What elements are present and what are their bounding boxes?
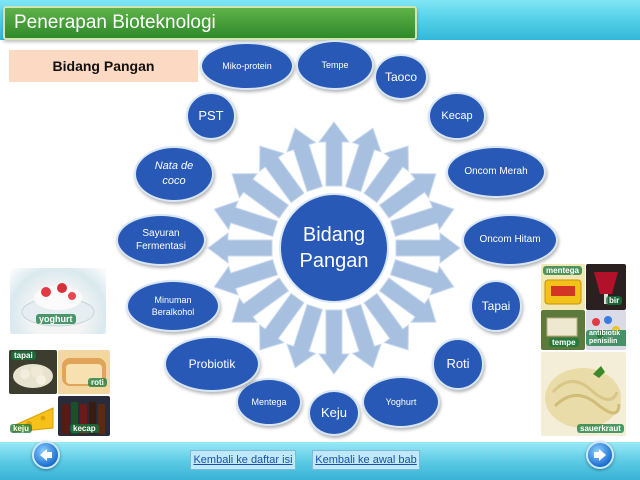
- link-awal-bab[interactable]: Kembali ke awal bab: [312, 450, 420, 470]
- node-oncom-merah-label: Oncom Merah: [464, 166, 528, 178]
- radial-arrow: [207, 232, 273, 264]
- title-tab: Penerapan Bioteknologi: [3, 6, 417, 40]
- arrow-right-icon: [594, 449, 606, 461]
- photo-roti: roti: [58, 350, 110, 394]
- section-label-box: Bidang Pangan: [9, 50, 198, 82]
- radial-arrow: [344, 303, 382, 369]
- radial-arrow: [395, 232, 461, 264]
- photo-bir: bir: [586, 264, 626, 310]
- node-kecap[interactable]: Kecap: [428, 92, 486, 140]
- tempe-image: [546, 317, 578, 337]
- photo-yoghurt-label: yoghurt: [36, 314, 76, 324]
- radial-arrow: [213, 200, 279, 238]
- node-nata-line1: Nata de: [154, 160, 194, 173]
- node-probiotik-label: Probiotik: [188, 356, 236, 371]
- node-pst-label: PST: [198, 108, 224, 124]
- radial-arrow: [259, 145, 305, 204]
- next-button[interactable]: [586, 441, 614, 469]
- radial-arrow: [378, 173, 437, 219]
- node-kecap-label: Kecap: [441, 109, 473, 122]
- photo-sauerkraut: sauerkraut: [541, 352, 626, 436]
- node-roti[interactable]: Roti: [432, 338, 484, 390]
- radial-arrow: [286, 127, 324, 193]
- arrow-left-icon: [40, 449, 52, 461]
- node-yoghurt[interactable]: Yoghurt: [362, 376, 440, 428]
- photo-keju: keju: [9, 396, 57, 436]
- kecap-image: [62, 402, 105, 434]
- yoghurt-image: [21, 283, 95, 327]
- photo-tapai-label: tapai: [11, 351, 36, 360]
- radial-arrow: [378, 277, 437, 323]
- node-yoghurt-label: Yoghurt: [385, 396, 417, 407]
- center-node-line1: Bidang: [302, 224, 366, 246]
- node-miko-protein[interactable]: Miko-protein: [200, 42, 294, 90]
- radial-arrow: [318, 121, 350, 187]
- photo-keju-label: keju: [10, 424, 33, 433]
- node-mentega-label: Mentega: [251, 396, 287, 407]
- radial-arrow: [389, 258, 455, 296]
- node-taoco-label: Taoco: [384, 69, 418, 84]
- node-nata-line2: coco: [162, 175, 186, 187]
- photo-mentega-label: mentega: [543, 266, 582, 275]
- node-oncom-hitam[interactable]: Oncom Hitam: [462, 214, 558, 266]
- node-sayuran-line1: Sayuran: [142, 227, 180, 239]
- radial-arrow: [213, 258, 279, 296]
- node-probiotik[interactable]: Probiotik: [164, 336, 260, 392]
- node-miko-protein-label: Miko-protein: [222, 60, 272, 71]
- link-daftar-isi[interactable]: Kembali ke daftar isi: [190, 450, 296, 470]
- roti-image: [62, 358, 106, 386]
- section-label: Bidang Pangan: [52, 58, 155, 74]
- tapai-image: [13, 364, 53, 388]
- photo-yoghurt: yoghurt: [10, 268, 106, 334]
- node-roti-label: Roti: [446, 356, 470, 372]
- radial-arrow: [318, 309, 350, 375]
- photo-antibiotik-label: antibiotik penisilin: [586, 330, 626, 346]
- photo-tempe: tempe: [541, 310, 585, 350]
- photo-roti-label: roti: [88, 378, 107, 387]
- photo-kecap: kecap: [58, 396, 110, 436]
- node-keju-label: Keju: [320, 405, 348, 421]
- photo-kecap-label: kecap: [70, 424, 99, 433]
- sauerkraut-image: [545, 366, 621, 428]
- node-taoco[interactable]: Taoco: [374, 54, 428, 100]
- radial-arrow: [389, 200, 455, 238]
- node-minuman-line2: Beralkohol: [151, 307, 195, 317]
- node-minuman-line1: Minuman: [154, 294, 192, 305]
- radial-arrow: [259, 292, 305, 351]
- photo-antibiotik: antibiotik penisilin: [586, 310, 626, 350]
- node-nata-de-coco[interactable]: Nata de coco: [134, 146, 214, 202]
- radial-arrow: [286, 303, 324, 369]
- node-tapai[interactable]: Tapai: [470, 280, 522, 332]
- node-sayuran-line2: Fermentasi: [135, 241, 186, 252]
- node-oncom-merah[interactable]: Oncom Merah: [446, 146, 546, 198]
- radial-arrow: [231, 277, 290, 323]
- node-tapai-label: Tapai: [481, 298, 511, 313]
- back-button[interactable]: [32, 441, 60, 469]
- node-pst[interactable]: PST: [186, 92, 236, 140]
- photo-bir-label: bir: [606, 296, 623, 305]
- photo-sauerkraut-label: sauerkraut: [577, 424, 624, 433]
- page-title: Penerapan Bioteknologi: [14, 12, 216, 33]
- node-mentega[interactable]: Mentega: [236, 378, 302, 426]
- photo-tempe-label: tempe: [549, 338, 579, 347]
- radial-arrow: [231, 173, 290, 219]
- radial-arrow: [363, 292, 409, 351]
- node-oncom-hitam-label: Oncom Hitam: [479, 234, 541, 246]
- radial-arrow: [344, 127, 382, 193]
- radial-arrow: [363, 145, 409, 204]
- node-tempe[interactable]: Tempe: [296, 40, 374, 90]
- mentega-image: [544, 279, 582, 305]
- photo-tapai: tapai: [9, 350, 57, 394]
- node-keju[interactable]: Keju: [308, 390, 360, 436]
- node-tempe-label: Tempe: [321, 59, 349, 70]
- photo-mentega: mentega: [541, 264, 585, 310]
- center-node-line2: Pangan: [299, 250, 369, 272]
